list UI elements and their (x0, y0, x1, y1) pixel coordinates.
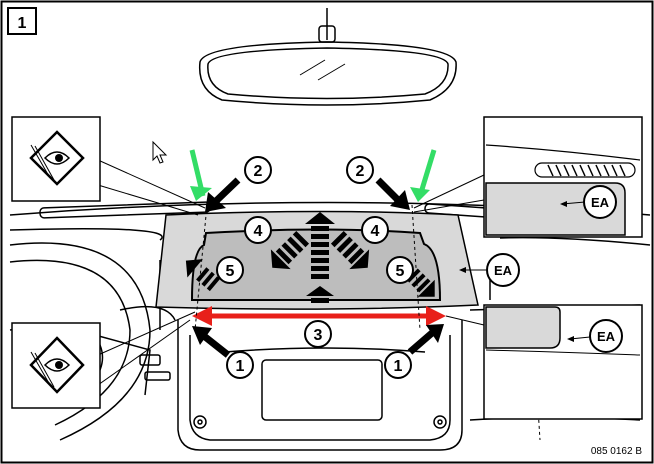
inset-detail-top-right (483, 116, 643, 238)
figure-number-badge: 1 (7, 7, 37, 35)
inset-leaders (97, 159, 485, 386)
svg-text:2: 2 (254, 163, 263, 180)
callout-ea-center: EA (486, 253, 520, 287)
callout-1-left: 1 (226, 351, 254, 379)
figure-number: 1 (18, 15, 27, 32)
svg-text:EA: EA (597, 329, 616, 344)
svg-text:1: 1 (236, 358, 245, 375)
inset-eye-bottom (11, 322, 101, 409)
callout-2-left: 2 (244, 156, 272, 184)
callout-ea-bottom-detail: EA (589, 319, 623, 353)
inset-eye-top (11, 116, 101, 202)
svg-text:3: 3 (314, 327, 323, 344)
rearview-mirror (198, 8, 457, 106)
black-arrows-1 (192, 324, 444, 358)
eye-inspection-icon (29, 336, 85, 394)
black-arrows-2 (205, 177, 410, 212)
inset-detail-bottom-right (483, 304, 643, 420)
callout-1-right: 1 (384, 351, 412, 379)
svg-text:4: 4 (254, 223, 263, 240)
svg-text:5: 5 (226, 263, 235, 280)
svg-text:4: 4 (371, 223, 380, 240)
eye-inspection-icon (29, 130, 85, 186)
green-arrows (189, 149, 437, 202)
callout-5-left: 5 (216, 256, 244, 284)
ea-leader-tip (459, 267, 466, 273)
callout-2-right: 2 (346, 156, 374, 184)
reference-code: 085 0162 B (591, 446, 642, 457)
callout-3: 3 (304, 320, 332, 348)
red-lever-arrow (192, 306, 446, 326)
svg-text:2: 2 (356, 163, 365, 180)
svg-text:5: 5 (396, 263, 405, 280)
svg-text:EA: EA (494, 263, 513, 278)
callout-4-left: 4 (244, 216, 272, 244)
svg-text:1: 1 (394, 358, 403, 375)
mouse-cursor-icon (152, 140, 168, 164)
callout-5-right: 5 (386, 256, 414, 284)
svg-text:EA: EA (591, 195, 610, 210)
callout-ea-top-detail: EA (583, 185, 617, 219)
callout-4-right: 4 (361, 216, 389, 244)
